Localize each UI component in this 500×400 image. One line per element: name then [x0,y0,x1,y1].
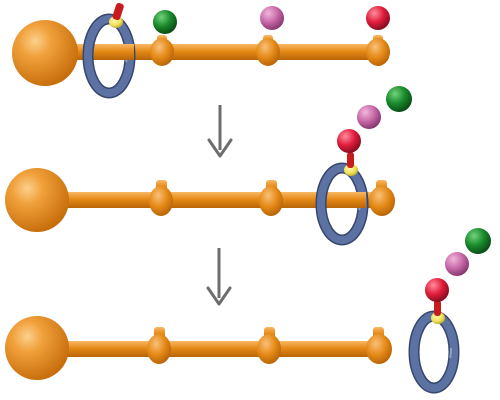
track-rod [40,341,385,357]
stage-1 [12,2,390,99]
down-arrow [206,248,232,306]
station-node [259,180,283,216]
red-stick [434,300,441,316]
green-bead [386,86,412,112]
stopper-sphere [5,168,69,232]
pink-bead [260,6,284,30]
station-node [369,180,395,216]
pink-bead [445,252,469,276]
green-bead [465,228,491,254]
station-node [149,180,173,216]
station-node [257,327,281,364]
yellow-linker [431,312,445,324]
stage-3 [5,228,491,394]
red-stick [347,152,354,168]
pink-bead [357,105,381,129]
green-bead [153,10,177,34]
station-node [147,327,171,364]
stopper-sphere [12,20,78,86]
station-node [366,35,390,66]
stage-2 [5,86,412,246]
track-rod-front [114,44,134,60]
station-node [150,35,174,66]
yellow-linker [344,164,358,176]
red-bead [337,129,361,153]
red-stick [112,2,124,21]
track-rod-front [346,192,366,208]
stopper-sphere [5,316,69,380]
track-rod [40,192,395,208]
down-arrow [207,105,233,158]
red-bead [425,278,449,302]
red-bead [366,6,390,30]
track-rod [45,44,390,60]
station-node [366,327,392,364]
station-node [256,35,280,66]
ring [408,310,460,394]
